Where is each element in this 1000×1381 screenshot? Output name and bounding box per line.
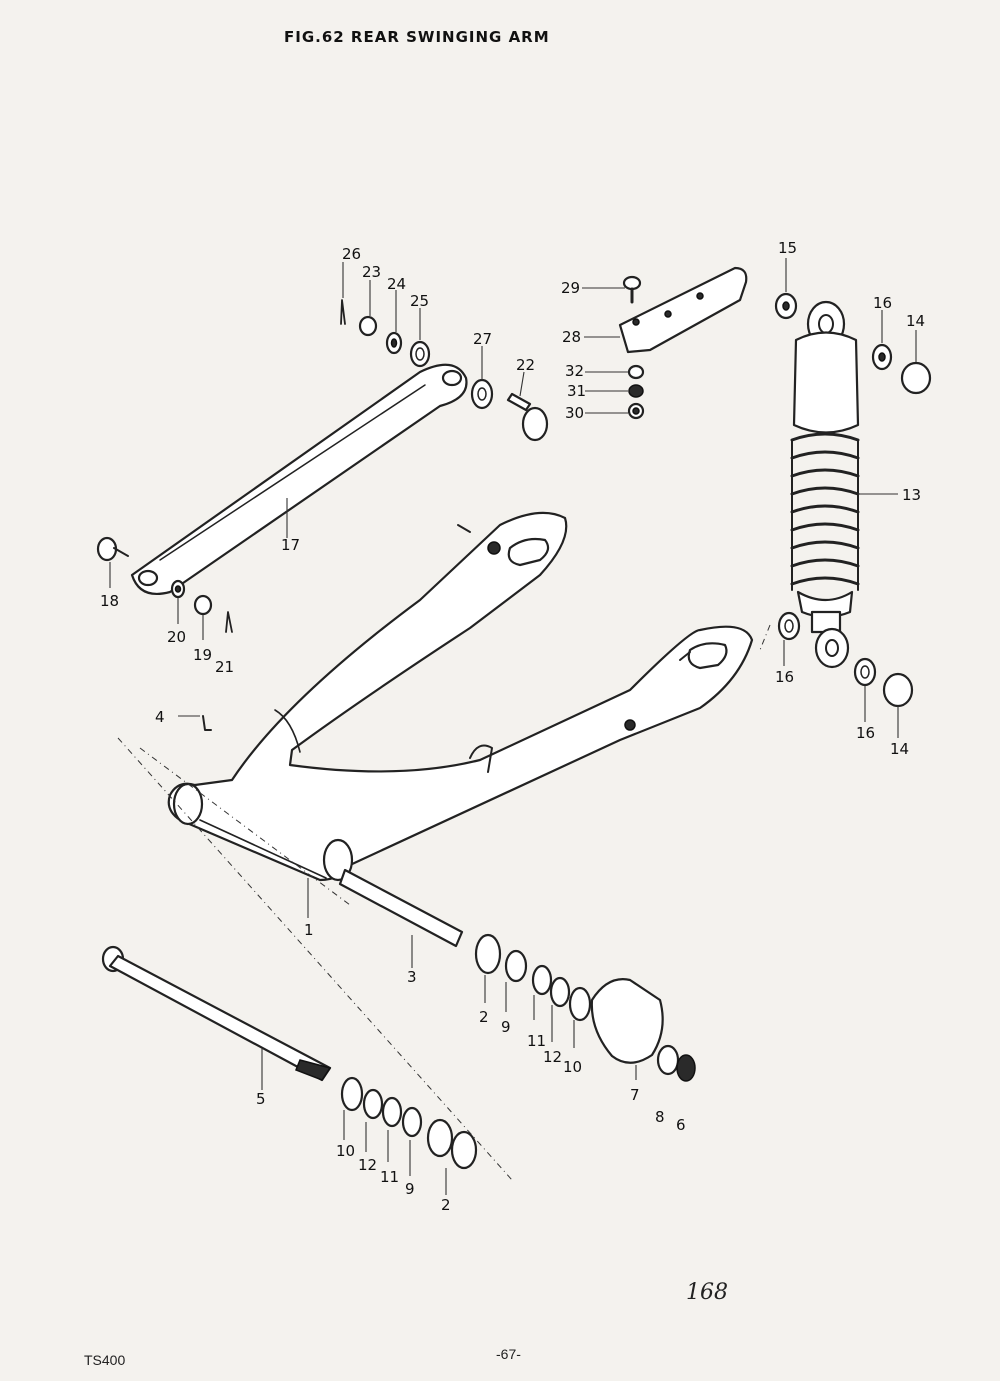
washer-24 bbox=[385, 331, 403, 355]
callout-24: 24 bbox=[387, 275, 406, 293]
callout-12-left: 12 bbox=[358, 1156, 377, 1174]
nut-23 bbox=[358, 315, 378, 337]
callout-3: 3 bbox=[407, 968, 417, 986]
washer-32 bbox=[627, 364, 645, 380]
bearing-stack-right bbox=[474, 933, 696, 1082]
callout-21: 21 bbox=[215, 658, 234, 676]
callout-30: 30 bbox=[565, 404, 584, 422]
callout-16-top: 16 bbox=[873, 294, 892, 312]
callout-10-right: 10 bbox=[563, 1058, 582, 1076]
callout-27: 27 bbox=[473, 330, 492, 348]
callout-26: 26 bbox=[342, 245, 361, 263]
washer-15 bbox=[774, 292, 798, 320]
callout-11-right: 11 bbox=[527, 1032, 546, 1050]
callout-14-low: 14 bbox=[890, 740, 909, 758]
torque-rod bbox=[130, 363, 468, 596]
nut-14-top bbox=[900, 361, 932, 395]
washer-25 bbox=[409, 340, 431, 368]
figure-title: FIG.62 REAR SWINGING ARM bbox=[284, 28, 550, 46]
callout-20: 20 bbox=[167, 628, 186, 646]
spacer-3 bbox=[338, 868, 464, 948]
washer-16-top bbox=[871, 343, 893, 371]
bracket-28 bbox=[618, 266, 748, 354]
shock-spring bbox=[790, 432, 860, 591]
callout-12-right: 12 bbox=[543, 1048, 562, 1066]
callout-17: 17 bbox=[281, 536, 300, 554]
shock-absorber bbox=[790, 300, 860, 669]
bearing-stack-left bbox=[340, 1076, 478, 1170]
nut-14-low bbox=[882, 672, 914, 708]
callout-9-left: 9 bbox=[405, 1180, 415, 1198]
callout-32: 32 bbox=[565, 362, 584, 380]
pivot-bolt-5 bbox=[101, 945, 332, 1082]
bolt-22 bbox=[506, 392, 549, 442]
bolt-29 bbox=[622, 275, 642, 304]
cotter-pin-21 bbox=[225, 611, 233, 633]
callout-19: 19 bbox=[193, 646, 212, 664]
callout-14-top: 14 bbox=[906, 312, 925, 330]
callout-16-low: 16 bbox=[856, 724, 875, 742]
assembly-centerlines bbox=[117, 624, 771, 1181]
callout-29: 29 bbox=[561, 279, 580, 297]
washer-27 bbox=[470, 378, 494, 410]
nut-31 bbox=[628, 384, 644, 398]
grease-nipple-4 bbox=[202, 715, 212, 731]
callout-5: 5 bbox=[256, 1090, 266, 1108]
callout-22: 22 bbox=[516, 356, 535, 374]
callout-13: 13 bbox=[902, 486, 921, 504]
washer-20 bbox=[170, 579, 186, 599]
callout-31: 31 bbox=[567, 382, 586, 400]
callout-6: 6 bbox=[676, 1116, 686, 1134]
callout-18: 18 bbox=[100, 592, 119, 610]
washer-16-mid bbox=[777, 611, 801, 641]
callout-7: 7 bbox=[630, 1086, 640, 1104]
callout-2-left: 2 bbox=[441, 1196, 451, 1214]
handwritten-page-note: 168 bbox=[686, 1280, 728, 1305]
page-number: -67- bbox=[496, 1346, 521, 1362]
callout-9-right: 9 bbox=[501, 1018, 511, 1036]
cotter-pin-26 bbox=[340, 299, 346, 325]
model-code: TS400 bbox=[84, 1352, 126, 1368]
callout-23: 23 bbox=[362, 263, 381, 281]
callout-4: 4 bbox=[155, 708, 165, 726]
callout-1: 1 bbox=[304, 921, 314, 939]
callout-28: 28 bbox=[562, 328, 581, 346]
callout-labels: 26 23 24 25 27 22 29 28 32 31 30 15 16 1… bbox=[100, 239, 925, 1214]
nut-30 bbox=[627, 402, 645, 420]
callout-2-right: 2 bbox=[479, 1008, 489, 1026]
callout-25: 25 bbox=[410, 292, 429, 310]
washer-16-low bbox=[853, 657, 877, 687]
callout-10-left: 10 bbox=[336, 1142, 355, 1160]
callout-15: 15 bbox=[778, 239, 797, 257]
callout-8: 8 bbox=[655, 1108, 665, 1126]
swinging-arm bbox=[167, 511, 754, 882]
callout-11-left: 11 bbox=[380, 1168, 399, 1186]
bolt-18 bbox=[96, 536, 129, 562]
nut-19 bbox=[193, 594, 213, 616]
callout-16-mid: 16 bbox=[775, 668, 794, 686]
leader-lines bbox=[109, 258, 917, 1195]
